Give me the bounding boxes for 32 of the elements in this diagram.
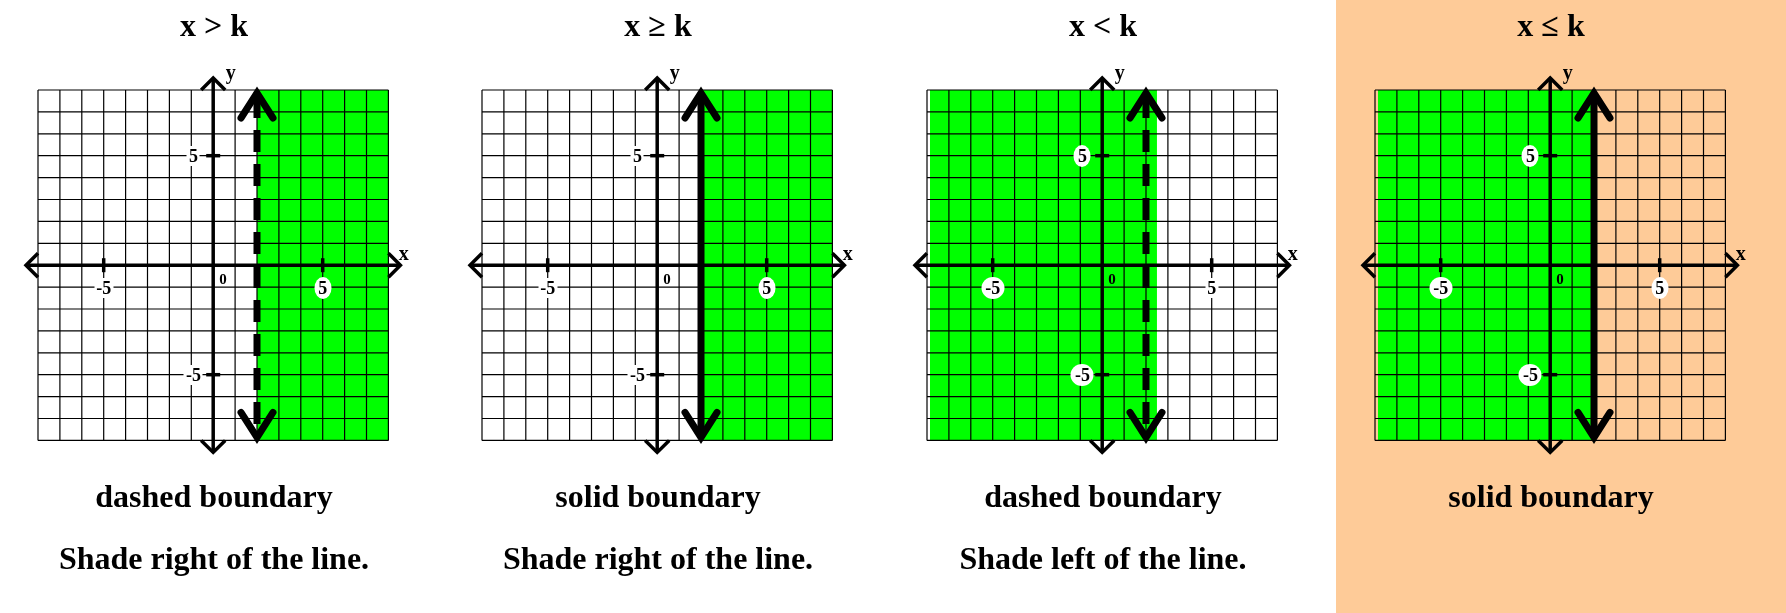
axis-label: x [1734,243,1747,264]
axis-label: y [1561,62,1574,83]
axis-label: x [1286,243,1299,264]
inequality-title: x < k [1069,7,1137,43]
tick-label: 0 [1555,270,1565,290]
shading-note: Shade right of the line. [58,540,370,576]
tick-label: -5 [538,278,558,299]
axis-label: x [841,243,854,264]
tick-label: -5 [628,364,647,385]
tick-label: 5 [631,145,644,166]
inequality-title: x ≤ k [1517,7,1585,43]
axis-label: y [668,62,681,83]
tick-label: -5 [94,278,114,299]
inequality-title: x ≥ k [624,7,692,43]
tick-label: 0 [218,270,228,290]
axis-label: x [397,243,410,264]
tick-label: 5 [1205,278,1219,299]
tick-label: 0 [1107,270,1117,290]
boundary-note: dashed boundary [95,478,333,514]
tick-label: -5 [184,364,203,385]
tick-label: 5 [187,145,200,166]
boundary-note: dashed boundary [984,478,1222,514]
tick-label: 0 [662,270,672,290]
tick-label: 5 [1651,277,1669,300]
shading-note: Shade right of the line. [502,540,814,576]
inequality-title: x > k [180,7,248,43]
boundary-note: solid boundary [1448,478,1654,514]
axis-label: y [1113,62,1126,83]
highlight-panel [1336,0,1786,613]
axis-label: y [224,62,237,83]
boundary-note: solid boundary [555,478,761,514]
shading-note: Shade left of the line. [959,540,1247,576]
